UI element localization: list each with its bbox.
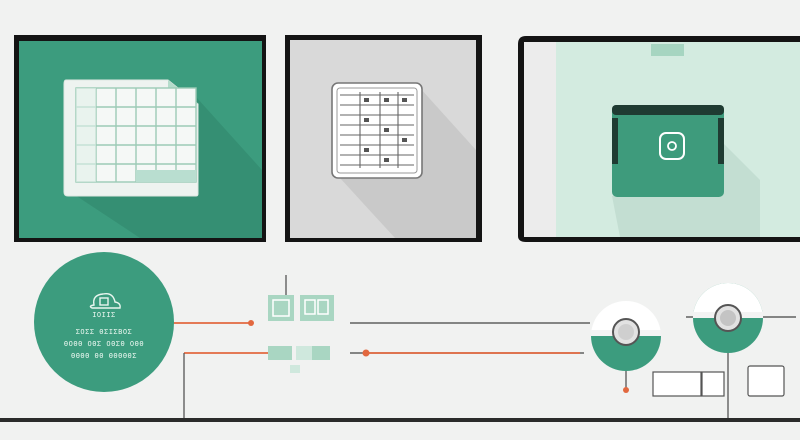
ring-node-left [591,301,661,371]
box-c [747,365,785,397]
top-panels [14,35,800,242]
storage-box-icon [612,105,724,197]
circle-label-line1: ΙΟΙΙΣ [92,311,116,319]
circle-label-line4: ΘΘΘΘ ΘΘ ΘΘΘΘΘΣ [70,352,137,360]
circle-label-line2: ΣΟΣΣ ΘΣΙΣΒΟΣ [75,328,133,336]
cloud-lock-icon [89,292,121,309]
connector-block-icon [268,346,330,373]
spreadsheet-icon [63,79,199,197]
ring-node-right [693,283,763,353]
box-b [701,371,725,397]
flow-diagram [0,252,800,422]
module-block-icon [268,295,334,321]
circle-label: ΙΟΙΙΣ ΣΟΣΣ ΘΣΙΣΒΟΣ ΘΟΘΘ ΟΘΣ ΟΘΣΘ ΟΘΘ ΘΘΘ… [34,252,174,392]
baseline [0,418,800,422]
circle-label-line3: ΘΟΘΘ ΟΘΣ ΟΘΣΘ ΟΘΘ [63,340,145,348]
info-circle [34,252,174,392]
box-a [652,371,702,397]
document-list-icon [331,82,423,179]
